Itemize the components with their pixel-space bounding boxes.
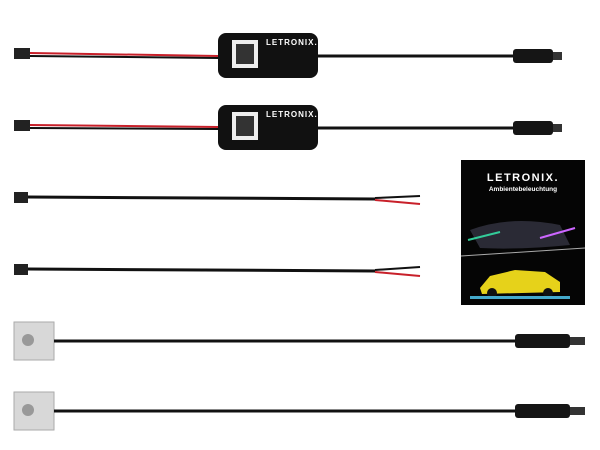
sensor-cable-2 (13, 391, 585, 431)
controller-2-logo: LETRONIX. (266, 110, 318, 119)
controller-1-logo: LETRONIX. (266, 38, 318, 47)
sensor-cable-1 (13, 321, 585, 361)
manual-booklet (460, 160, 586, 305)
manual-subtitle: Ambientebeleuchtung (488, 186, 558, 193)
manual-logo: LETRONIX. (486, 172, 560, 184)
controller-cable-2 (14, 105, 562, 150)
power-lead-2 (14, 264, 421, 277)
power-lead-1 (14, 192, 421, 205)
controller-cable-1 (14, 33, 562, 78)
